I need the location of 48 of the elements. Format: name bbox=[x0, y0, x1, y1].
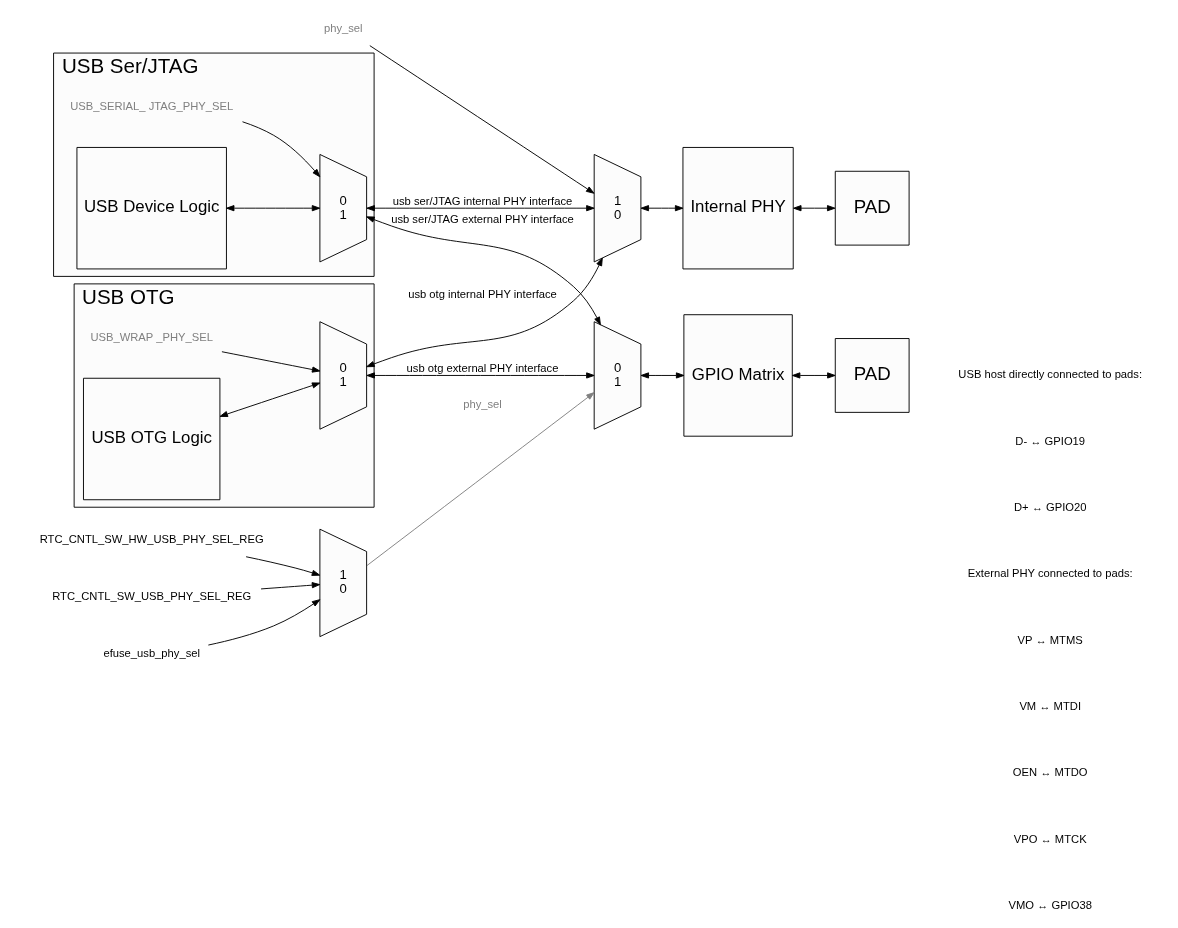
node-box: 1 0 bbox=[593, 154, 641, 263]
node-box: USB OTG Logic bbox=[82, 377, 220, 501]
edge-label: usb otg external PHY interface bbox=[406, 362, 558, 375]
node-box: PAD bbox=[834, 338, 910, 413]
arrow bbox=[365, 216, 601, 326]
node-text: RTC_CNTL_SW_HW_USB_PHY_SEL_REG bbox=[39, 532, 264, 545]
arrow bbox=[365, 257, 603, 368]
arrow bbox=[245, 556, 320, 576]
node-box: 0 1 bbox=[318, 321, 367, 430]
arrow bbox=[368, 45, 594, 194]
node-box: 0 1 bbox=[593, 321, 641, 430]
arrow bbox=[207, 599, 320, 646]
label: OEN ↔ MTDO bbox=[1012, 766, 1088, 779]
label: External PHY connected to pads: bbox=[967, 567, 1133, 580]
arrow bbox=[640, 205, 683, 212]
arrow bbox=[640, 372, 684, 379]
arrow bbox=[241, 121, 320, 178]
label: VM ↔ MTDI bbox=[1018, 700, 1081, 713]
edge-label: phy_sel bbox=[462, 397, 502, 410]
node-box: 0 1 bbox=[318, 154, 367, 263]
node-text: efuse_usb_phy_sel bbox=[102, 646, 200, 659]
label: D- ↔ GPIO19 bbox=[1014, 434, 1085, 447]
node-box: PAD bbox=[834, 170, 910, 246]
arrow bbox=[366, 205, 595, 212]
edge-label: usb ser/JTAG external PHY interface bbox=[390, 212, 574, 225]
label: USB host directly connected to pads: bbox=[957, 368, 1142, 381]
edge-label: usb ser/JTAG internal PHY interface bbox=[392, 195, 572, 207]
node-box: 1 0 bbox=[318, 528, 367, 638]
label: VP ↔ MTMS bbox=[1017, 633, 1083, 646]
label: D+ ↔ GPIO20 bbox=[1013, 501, 1086, 514]
node-text: USB_SERIAL_ JTAG_PHY_SEL bbox=[69, 100, 233, 113]
node-text: RTC_CNTL_SW_USB_PHY_SEL_REG bbox=[51, 589, 251, 602]
arrow bbox=[792, 205, 835, 212]
arrow bbox=[219, 382, 320, 417]
arrow bbox=[225, 205, 320, 212]
edge-label: usb otg internal PHY interface bbox=[407, 287, 557, 300]
node-text: USB_WRAP _PHY_SEL bbox=[89, 330, 213, 343]
arrow bbox=[260, 582, 320, 590]
node-box: Internal PHY bbox=[682, 146, 794, 270]
label: VMO ↔ GPIO38 bbox=[1007, 899, 1092, 912]
node-box: GPIO Matrix bbox=[682, 314, 793, 437]
node-text: phy_sel bbox=[323, 21, 363, 34]
label: VPO ↔ MTCK bbox=[1013, 832, 1087, 845]
arrow bbox=[791, 372, 836, 379]
arrow bbox=[220, 351, 320, 373]
arrow bbox=[366, 392, 595, 567]
node-box: USB Device Logic bbox=[75, 146, 227, 270]
arrow bbox=[366, 372, 595, 379]
